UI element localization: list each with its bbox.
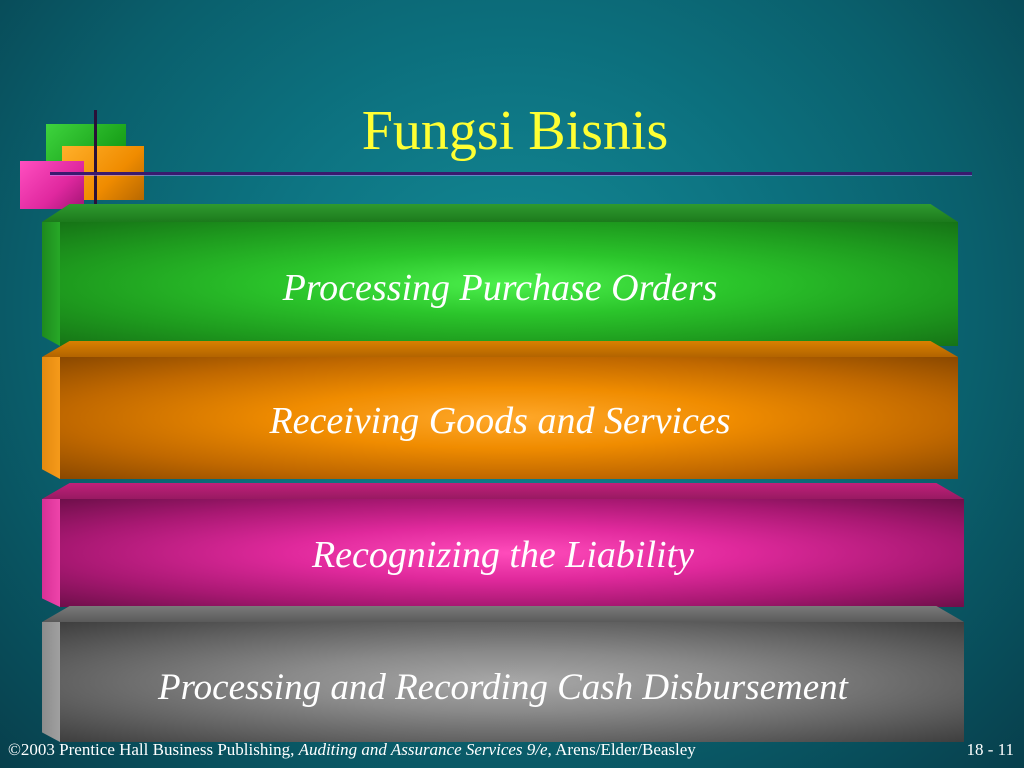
bar-label: Receiving Goods and Services (269, 400, 731, 442)
bar-front-face (60, 622, 964, 742)
bar-side-face (42, 499, 60, 607)
bar-front-face (60, 222, 958, 346)
bar-processing-purchase-orders: Processing Purchase Orders (42, 204, 958, 346)
bar-front-face (60, 499, 964, 607)
bar-front-face (60, 357, 958, 479)
bar-label: Processing Purchase Orders (282, 267, 718, 309)
bar-top-face (42, 606, 964, 622)
bar-label: Processing and Recording Cash Disburseme… (158, 667, 848, 708)
logo-vertical-line (94, 110, 97, 204)
page-number: 18 - 11 (966, 740, 1014, 759)
bar-side-face (42, 222, 60, 346)
bar-recognizing-liability: Recognizing the Liability (42, 483, 964, 607)
logo-pink-square (20, 161, 84, 209)
bar-receiving-goods: Receiving Goods and Services (42, 341, 958, 479)
bar-top-face (42, 204, 958, 222)
footer-authors: Arens/Elder/Beasley (551, 740, 696, 759)
title-underline (50, 172, 972, 175)
slide-footer: ©2003 Prentice Hall Business Publishing,… (8, 738, 1018, 762)
bar-side-face (42, 622, 60, 742)
bar-top-face (42, 341, 958, 357)
footer-copyright: ©2003 Prentice Hall Business Publishing, (8, 740, 299, 759)
bar-top-face (42, 483, 964, 499)
footer-book-title: Auditing and Assurance Services 9/e, (298, 740, 552, 759)
bar-cash-disbursement: Processing and Recording Cash Disburseme… (42, 606, 964, 742)
bar-label: Recognizing the Liability (311, 534, 695, 576)
slide-title: Fungsi Bisnis (361, 100, 669, 162)
bar-side-face (42, 357, 60, 479)
